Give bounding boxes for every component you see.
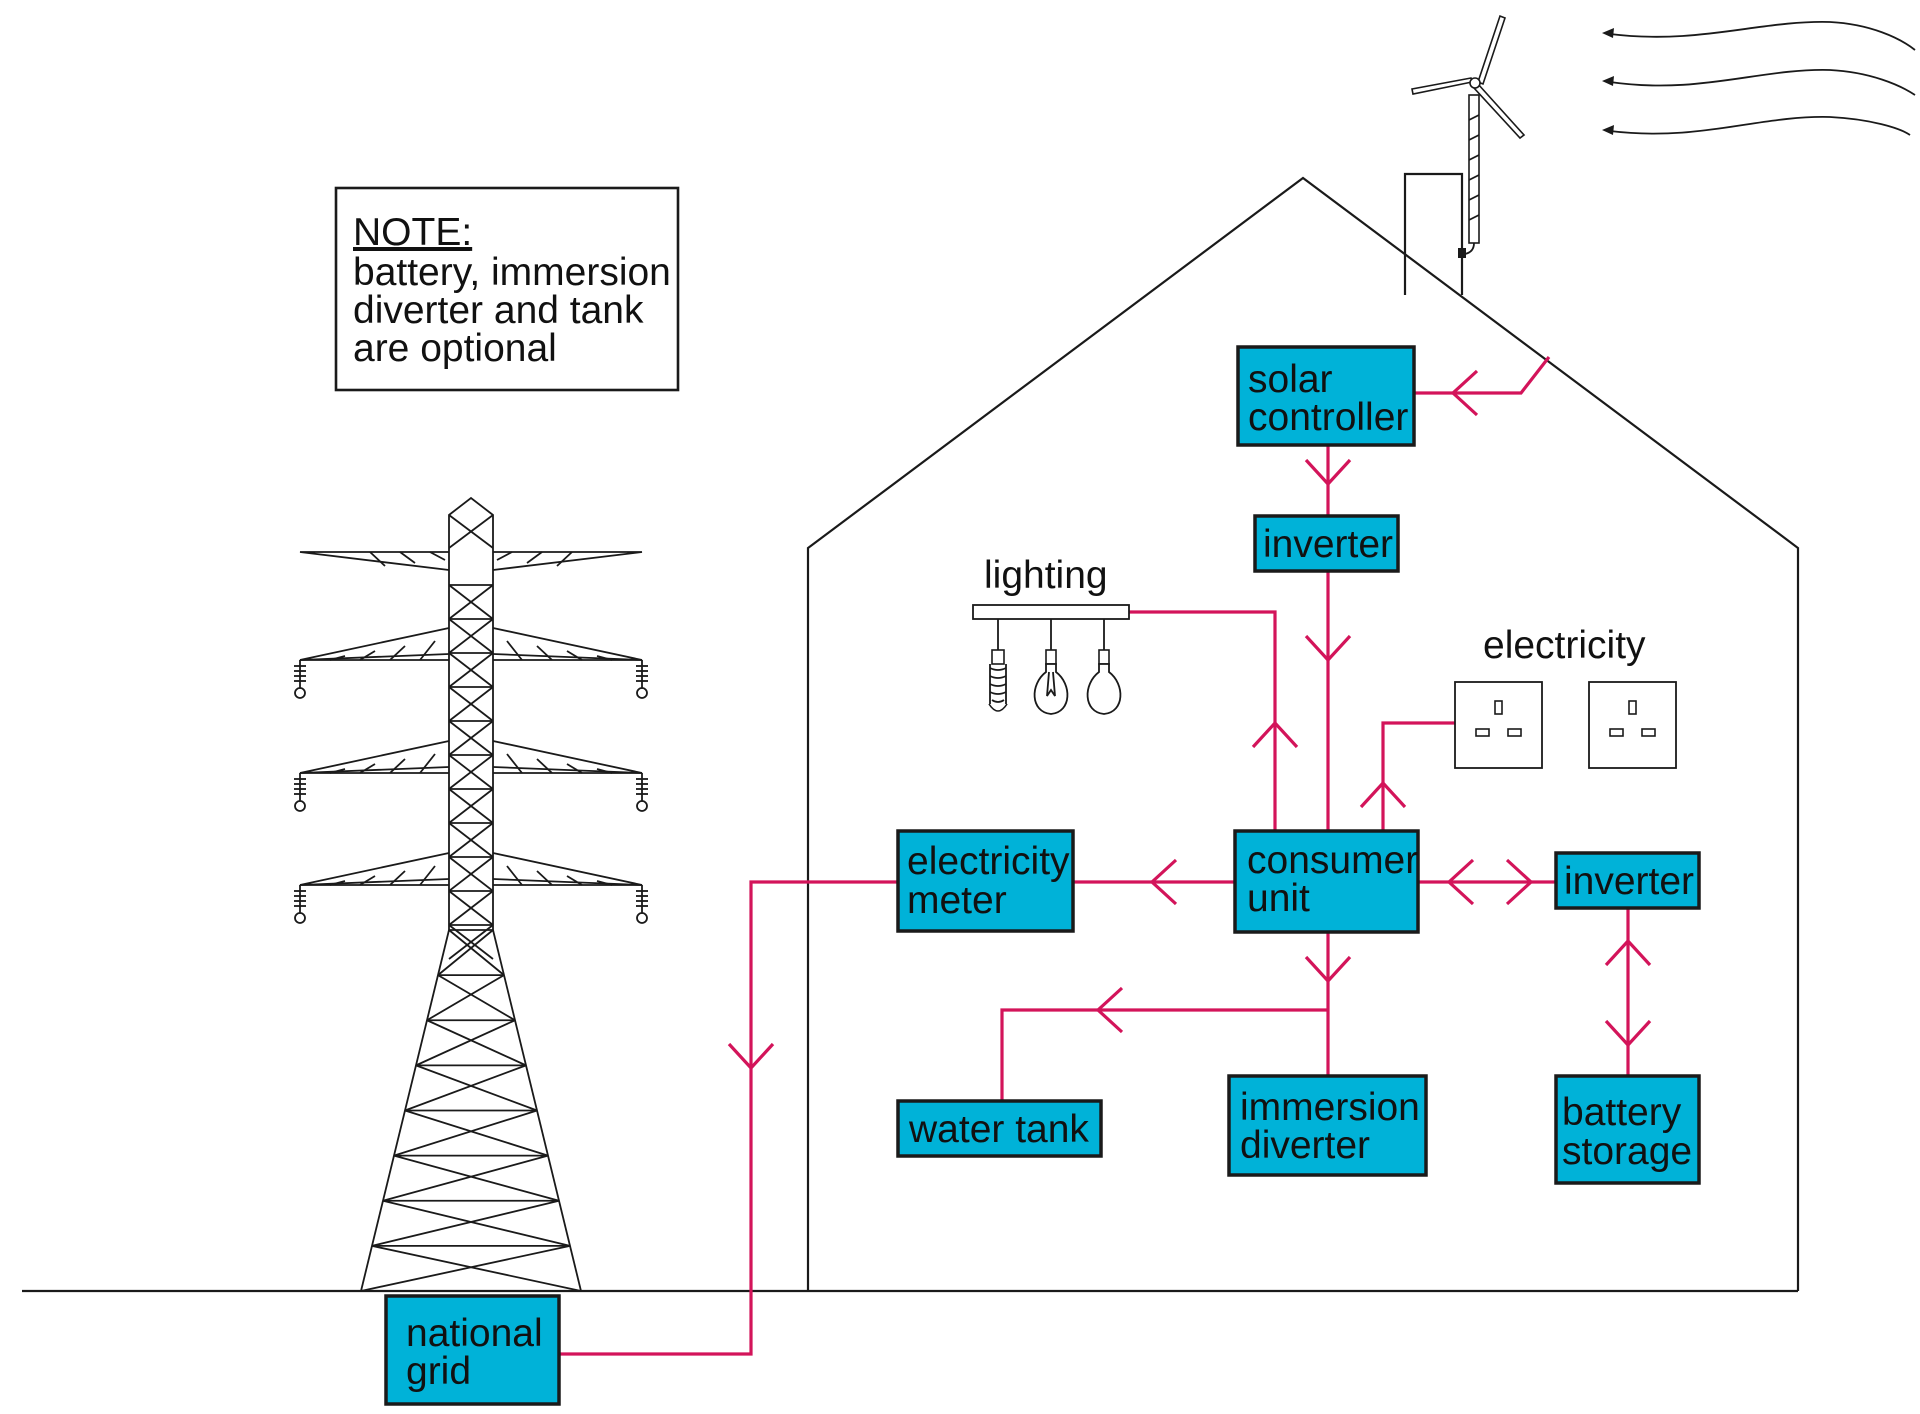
electricity-meter-box: electricity meter (896, 829, 1075, 933)
arrow-bidir-left (1446, 858, 1475, 906)
box-label: inverter (1263, 523, 1393, 566)
box-label: storage (1562, 1130, 1692, 1173)
arrow-inverter-to-consumer (1304, 634, 1352, 663)
wire-diverter-to-tank (1000, 1008, 1328, 1100)
light-bulb-icon (988, 649, 1008, 712)
wind-arrow-icon (1602, 21, 1916, 136)
light-bulb-icon (1033, 649, 1069, 715)
pylon-icon (294, 496, 648, 1292)
arrow-to-diverter (1304, 955, 1352, 984)
note-heading: NOTE: (353, 211, 472, 254)
arrow-bidir-right (1505, 858, 1534, 906)
box-label: water tank (908, 1108, 1089, 1151)
box-label: battery (1562, 1091, 1682, 1134)
box-label: consumer (1247, 839, 1418, 882)
arrow-bidir-down (1604, 1019, 1652, 1048)
lighting-bar (972, 604, 1130, 620)
consumer-unit-box: consumer unit (1233, 829, 1420, 934)
lighting-label: lighting (984, 554, 1108, 597)
box-label: grid (406, 1350, 471, 1393)
light-bulb-icon (1086, 649, 1122, 715)
wire-meter-to-grid (560, 880, 897, 1356)
arrow-into-solar (1450, 369, 1479, 417)
arrow-to-tank (1095, 986, 1124, 1034)
note-line: diverter and tank (353, 289, 644, 332)
arrow-bidir-up (1604, 938, 1652, 967)
electricity-label: electricity (1483, 624, 1646, 667)
box-label: national (406, 1312, 543, 1355)
arrow-to-grid (727, 1042, 775, 1071)
box-label: diverter (1240, 1124, 1370, 1167)
wire-consumer-to-lighting (1129, 610, 1277, 830)
arrow-to-sockets (1359, 780, 1407, 809)
wire-consumer-to-sockets (1381, 721, 1455, 830)
battery-storage-box: battery storage (1554, 1074, 1701, 1185)
inverter-top-box: inverter (1253, 514, 1400, 573)
note-line: battery, immersion (353, 251, 671, 294)
arrow-to-lighting (1251, 720, 1299, 749)
inverter-right-box: inverter (1554, 851, 1701, 910)
box-label: meter (907, 879, 1007, 922)
note-box: NOTE: battery, immersion diverter and ta… (334, 186, 680, 392)
box-label: unit (1247, 877, 1310, 920)
arrow-solar-to-inverter (1304, 458, 1352, 487)
wind-turbine-icon (1411, 14, 1526, 258)
solar-controller-box: solar controller (1236, 345, 1416, 447)
water-tank-box: water tank (896, 1099, 1103, 1158)
wiring (560, 356, 1652, 1356)
box-label: controller (1248, 396, 1408, 439)
immersion-diverter-box: immersion diverter (1227, 1074, 1428, 1177)
wire-roof-to-solar (1415, 356, 1551, 395)
arrow-to-meter (1149, 858, 1178, 906)
national-grid-box: national grid (384, 1294, 561, 1406)
socket-icon (1454, 681, 1543, 769)
house-outline (806, 176, 1800, 1291)
socket-icon (1588, 681, 1677, 769)
box-label: immersion (1240, 1086, 1420, 1129)
box-label: solar (1248, 358, 1333, 401)
box-label: inverter (1564, 860, 1694, 903)
chimney (1403, 172, 1464, 295)
note-line: are optional (353, 327, 557, 370)
lighting-fixture: lighting (972, 554, 1130, 715)
box-label: electricity (907, 840, 1070, 883)
